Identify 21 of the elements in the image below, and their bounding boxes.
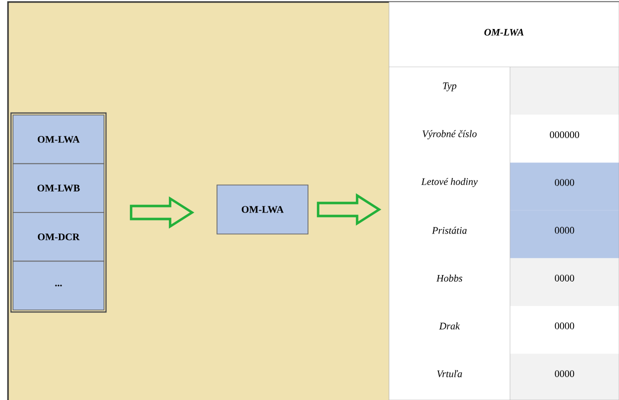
box-stack	[10, 112, 107, 313]
table-cell: Hobbs	[436, 274, 462, 282]
table-cell: 0000	[554, 370, 574, 378]
table-cell: Drak	[439, 322, 460, 330]
table-cell: Vrtuľa	[437, 370, 462, 378]
table-cell: 0000	[554, 322, 574, 330]
block-arrow	[316, 193, 382, 226]
table-cell: Letové hodiny	[421, 178, 478, 188]
process-box: OM-LWA	[216, 184, 308, 234]
table-cell: Výrobné číslo	[422, 130, 477, 140]
stack-box: OM-LWB	[12, 163, 104, 213]
table-cell: Pristátia	[432, 226, 467, 234]
table-cell: 000000	[550, 131, 580, 138]
stack-box: OM-DCR	[12, 212, 104, 262]
block-arrow	[130, 196, 194, 229]
table-cell: Typ	[443, 82, 456, 92]
stack-box: OM-LWA	[12, 114, 104, 164]
stack-box: ...	[12, 260, 104, 310]
table-cell: 0000	[554, 226, 574, 234]
table-cell: 0000	[554, 179, 574, 186]
table-cell: 0000	[554, 274, 574, 282]
